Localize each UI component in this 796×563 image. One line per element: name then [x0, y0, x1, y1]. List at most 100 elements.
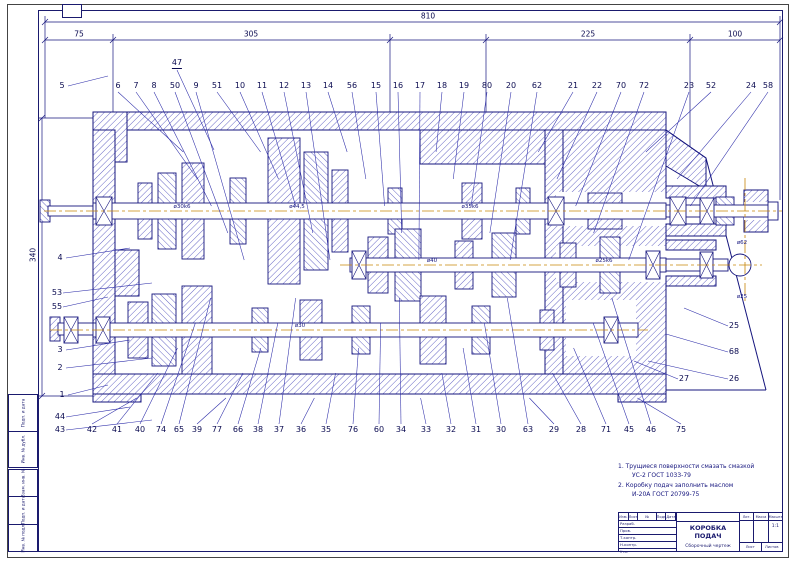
callout-44: 44 — [55, 413, 65, 421]
callout-33: 33 — [421, 426, 431, 434]
signature-row-label: Т.контр. — [619, 535, 676, 542]
callout-32: 32 — [446, 426, 456, 434]
callout-39: 39 — [192, 426, 202, 434]
callout-6: 6 — [115, 82, 120, 90]
callout-10: 10 — [235, 82, 245, 90]
callout-68: 68 — [729, 348, 739, 356]
callout-71: 71 — [601, 426, 611, 434]
callout-50: 50 — [170, 82, 180, 90]
callout-74: 74 — [156, 426, 166, 434]
title-block-revision-table: Изм.Лист№ докум.Подп.Дата Разраб.Пров.Т.… — [619, 513, 677, 551]
callout-5: 5 — [59, 82, 64, 90]
callout-43: 43 — [55, 426, 65, 434]
callout-13: 13 — [301, 82, 311, 90]
callout-1: 1 — [59, 391, 64, 399]
note-line: УС-2 ГОСТ 1033-79 — [618, 471, 786, 480]
technical-notes: 1. Трущиеся поверхности смазать смазкойУ… — [618, 462, 786, 499]
note-line: И-20А ГОСТ 20799-75 — [618, 490, 786, 499]
callout-30: 30 — [496, 426, 506, 434]
callout-8: 8 — [151, 82, 156, 90]
callout-45: 45 — [624, 426, 634, 434]
tb-small-label: Лит. — [740, 513, 754, 520]
callout-14: 14 — [323, 82, 333, 90]
callout-2: 2 — [57, 364, 62, 372]
title-block: Изм.Лист№ докум.Подп.Дата Разраб.Пров.Т.… — [618, 512, 783, 552]
callout-31: 31 — [471, 426, 481, 434]
signature-rows: Разраб.Пров.Т.контр.Н.контр.Утв. — [619, 521, 676, 555]
callout-63: 63 — [523, 426, 533, 434]
signature-row-label: Разраб. — [619, 521, 676, 528]
diameter-annotation: ø35k6 — [461, 204, 478, 210]
callout-12: 12 — [279, 82, 289, 90]
callout-76: 76 — [348, 426, 358, 434]
revision-col-label: Подп. — [657, 513, 667, 520]
diameter-annotation: ø30k6 — [173, 204, 190, 210]
diameter-annotation: ø25 — [737, 294, 747, 300]
callout-36: 36 — [296, 426, 306, 434]
callout-66: 66 — [233, 426, 243, 434]
callout-29: 29 — [549, 426, 559, 434]
callout-37: 37 — [274, 426, 284, 434]
dim-left-vertical: 340 — [29, 248, 38, 262]
callout-46: 46 — [646, 426, 656, 434]
lit-mass-scale-header: Лит.МассаМасштаб — [740, 513, 782, 521]
callout-38: 38 — [253, 426, 263, 434]
dim-segment-225: 225 — [581, 30, 595, 39]
callout-47: 47 — [172, 59, 182, 69]
callout-25: 25 — [729, 322, 739, 330]
diameter-annotation: ø62 — [737, 240, 747, 246]
lit-mass-scale-values: 1:1 — [740, 521, 782, 542]
note-line: 2. Коробку подач заполнить маслом — [618, 481, 786, 490]
callout-16: 16 — [393, 82, 403, 90]
callout-21: 21 — [568, 82, 578, 90]
scale-value: 1:1 — [769, 521, 782, 542]
dim-segment-75: 75 — [74, 30, 84, 39]
callout-9: 9 — [193, 82, 198, 90]
callout-80: 80 — [482, 82, 492, 90]
revision-table-header: Изм.Лист№ докум.Подп.Дата — [619, 513, 676, 521]
mass-value — [754, 521, 768, 542]
signature-row-label: Утв. — [619, 549, 676, 555]
drawing-subtitle: Сборочный чертеж — [677, 544, 739, 551]
callout-52: 52 — [706, 82, 716, 90]
callout-4: 4 — [57, 254, 62, 262]
signature-row-label: Н.контр. — [619, 542, 676, 549]
callout-70: 70 — [616, 82, 626, 90]
callout-28: 28 — [576, 426, 586, 434]
callout-3: 3 — [57, 346, 62, 354]
callout-77: 77 — [212, 426, 222, 434]
callout-40: 40 — [135, 426, 145, 434]
revision-col-label: Изм. — [619, 513, 629, 520]
sheet-label: Лист — [740, 543, 762, 551]
callout-62: 62 — [532, 82, 542, 90]
diameter-annotation: ø40 — [427, 258, 437, 264]
callout-56: 56 — [347, 82, 357, 90]
signature-row-label: Пров. — [619, 528, 676, 535]
revision-col-label: Дата — [666, 513, 676, 520]
callout-75: 75 — [676, 426, 686, 434]
callout-17: 17 — [415, 82, 425, 90]
callout-34: 34 — [396, 426, 406, 434]
callout-65: 65 — [174, 426, 184, 434]
dim-segment-100: 100 — [728, 30, 742, 39]
callout-60: 60 — [374, 426, 384, 434]
callout-23: 23 — [684, 82, 694, 90]
tb-small-label: Масса — [754, 513, 768, 520]
callout-26: 26 — [729, 375, 739, 383]
note-line: 1. Трущиеся поверхности смазать смазкой — [618, 462, 786, 471]
callout-41: 41 — [112, 426, 122, 434]
callout-58: 58 — [763, 82, 773, 90]
callout-42: 42 — [87, 426, 97, 434]
drawing-title: КОРОБКА ПОДАЧ — [677, 522, 739, 544]
revision-col-label: № докум. — [638, 513, 656, 520]
dim-overall: 810 — [421, 12, 435, 21]
callout-20: 20 — [506, 82, 516, 90]
revision-col-label: Лист — [629, 513, 639, 520]
tb-small-label: Масштаб — [769, 513, 782, 520]
sheet-count-row: Лист Листов — [740, 542, 782, 551]
callout-22: 22 — [592, 82, 602, 90]
callout-53: 53 — [52, 289, 62, 297]
callout-27: 27 — [679, 375, 689, 383]
